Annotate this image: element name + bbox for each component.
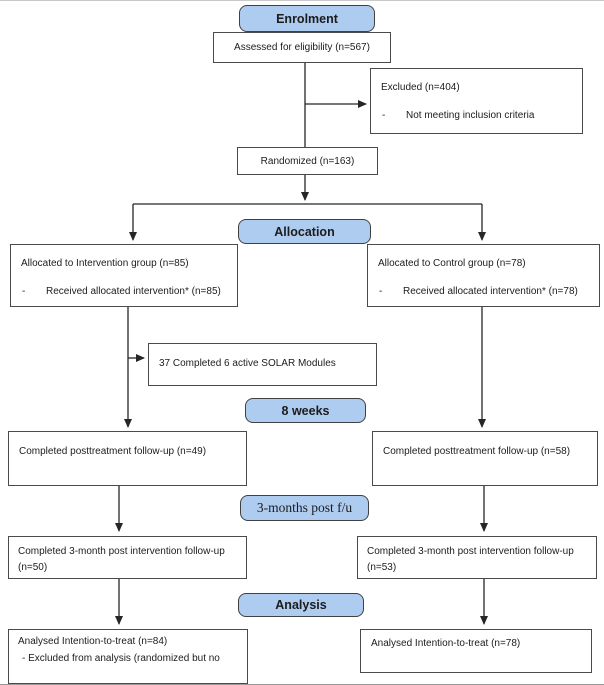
bullet-dash: - [379,286,383,297]
allocated-control-item-text: Received allocated intervention* (n=78) [403,286,578,297]
box-allocated-control: Allocated to Control group (n=78) - Rece… [367,244,600,307]
allocated-intervention-title: Allocated to Intervention group (n=85) [21,258,189,269]
excluded-item-text: Not meeting inclusion criteria [406,110,535,121]
bullet-dash: - [382,110,386,121]
box-posttreatment-intervention: Completed posttreatment follow-up (n=49) [8,431,247,486]
box-excluded: Excluded (n=404) - Not meeting inclusion… [370,68,583,134]
allocated-intervention-item: - Received allocated intervention* (n=85… [11,284,237,299]
box-randomized: Randomized (n=163) [237,147,378,175]
stage-header-analysis: Analysis [238,593,364,617]
box-solar-modules: 37 Completed 6 active SOLAR Modules [148,343,377,386]
analysis-intervention-item: - Excluded from analysis (randomized but… [22,653,220,664]
allocated-intervention-item-text: Received allocated intervention* (n=85) [46,286,221,297]
stage-header-3-months-post-fu: 3-months post f/u [240,495,369,521]
box-analysis-control: Analysed Intention-to-treat (n=78) [360,629,592,673]
box-assessed-eligibility: Assessed for eligibility (n=567) [213,32,391,63]
box-posttreatment-control: Completed posttreatment follow-up (n=58) [372,431,598,486]
stage-header-enrolment: Enrolment [239,5,375,32]
box-3month-control: Completed 3-month post intervention foll… [357,536,597,579]
bullet-dash: - [22,286,26,297]
excluded-item: - Not meeting inclusion criteria [371,108,582,123]
allocated-control-title: Allocated to Control group (n=78) [378,258,526,269]
stage-header-8-weeks: 8 weeks [245,398,366,423]
box-allocated-intervention: Allocated to Intervention group (n=85) -… [10,244,238,307]
stage-header-allocation: Allocation [238,219,371,244]
assessed-eligibility-text: Assessed for eligibility (n=567) [234,42,370,53]
analysis-control-title: Analysed Intention-to-treat (n=78) [371,638,521,649]
box-analysis-intervention: Analysed Intention-to-treat (n=84) - Exc… [8,629,248,684]
analysis-intervention-title: Analysed Intention-to-treat (n=84) [18,636,168,647]
box-3month-intervention: Completed 3-month post intervention foll… [8,536,247,579]
allocated-control-item: - Received allocated intervention* (n=78… [368,284,599,299]
excluded-title: Excluded (n=404) [381,82,460,93]
randomized-text: Randomized (n=163) [260,155,355,167]
